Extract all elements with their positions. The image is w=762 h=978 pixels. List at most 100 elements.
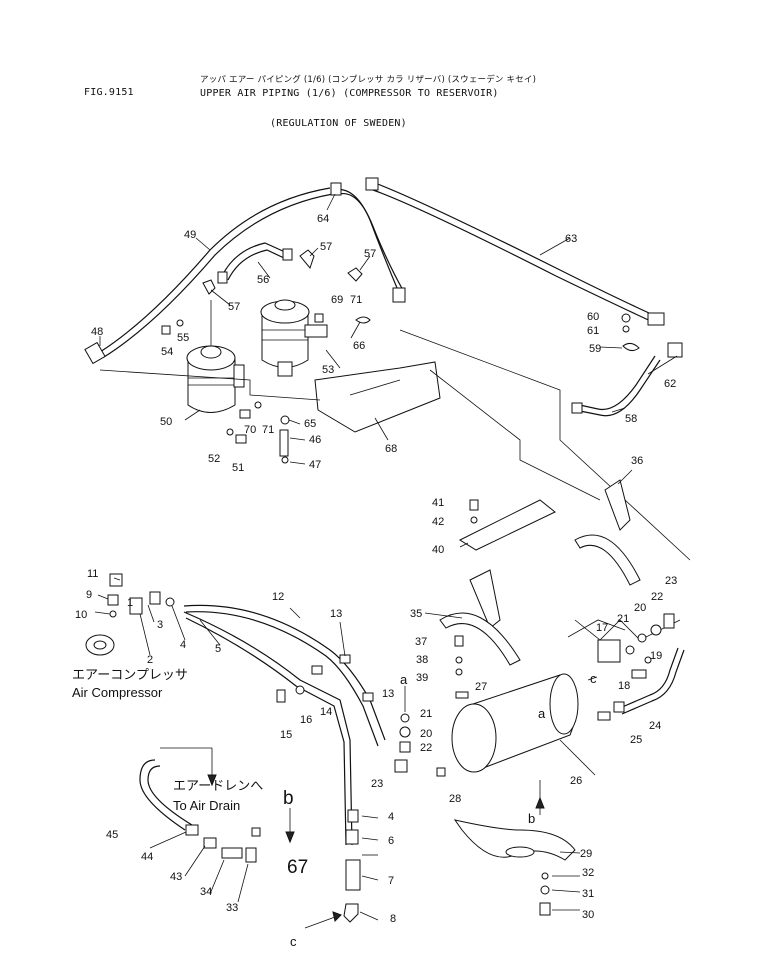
- label-38: 38: [416, 654, 428, 666]
- fitting-22b: [650, 624, 662, 636]
- label-27: 27: [475, 681, 487, 693]
- valve-17: [597, 639, 621, 663]
- label-18: 18: [618, 680, 630, 692]
- label-24: 24: [649, 720, 661, 732]
- label-13a: 13: [330, 608, 342, 620]
- fitting-1: [129, 597, 143, 615]
- subtitle: (REGULATION OF SWEDEN): [270, 118, 407, 129]
- label-22a: 22: [420, 742, 432, 754]
- label-70: 70: [244, 424, 256, 436]
- label-50: 50: [160, 416, 172, 428]
- washer-65: [280, 415, 290, 425]
- label-42: 42: [432, 516, 444, 528]
- pipe-12: [183, 604, 386, 747]
- band-36: [574, 479, 641, 586]
- label-47: 47: [309, 459, 321, 471]
- pipe-63: [365, 177, 665, 326]
- label-44: 44: [141, 851, 153, 863]
- label-55: 55: [177, 332, 189, 344]
- label-4b: 4: [388, 811, 394, 823]
- label-48: 48: [91, 326, 103, 338]
- label-61: 61: [587, 325, 599, 337]
- label-31: 31: [582, 888, 594, 900]
- clamp-13b: [362, 692, 374, 702]
- plug-25: [597, 711, 611, 721]
- label-39: 39: [416, 672, 428, 684]
- washer-71: [254, 401, 262, 409]
- label-9: 9: [86, 589, 92, 601]
- label-30: 30: [582, 909, 594, 921]
- label-71b: 71: [262, 424, 274, 436]
- valve-33: [245, 847, 257, 863]
- label-2: 2: [147, 654, 153, 666]
- label-10: 10: [75, 609, 87, 621]
- fitting-22a: [399, 741, 411, 753]
- title-english: UPPER AIR PIPING (1/6) (COMPRESSOR TO RE…: [200, 88, 499, 99]
- pipe-46: [279, 429, 289, 457]
- ref-c-right: c: [590, 671, 597, 686]
- label-57a: 57: [320, 241, 332, 253]
- plug-47: [281, 456, 289, 464]
- pipe-56: [217, 242, 293, 284]
- label-57b: 57: [364, 248, 376, 260]
- label-26: 26: [570, 775, 582, 787]
- label-51: 51: [232, 462, 244, 474]
- label-46: 46: [309, 434, 321, 446]
- fitting-67: [251, 827, 261, 837]
- label-13b: 13: [382, 688, 394, 700]
- label-12: 12: [272, 591, 284, 603]
- washer-16: [295, 685, 305, 695]
- label-15: 15: [280, 729, 292, 741]
- label-68: 68: [385, 443, 397, 455]
- bolt-70: [239, 409, 251, 419]
- label-41: 41: [432, 497, 444, 509]
- bracket-40: [458, 499, 556, 551]
- label-7: 7: [388, 875, 394, 887]
- label-25: 25: [630, 734, 642, 746]
- label-53: 53: [322, 364, 334, 376]
- band-29: [453, 819, 576, 861]
- fitting-57c: [347, 267, 363, 282]
- label-65: 65: [304, 418, 316, 430]
- fitting-57a: [299, 249, 315, 270]
- elbow-8: [343, 903, 359, 923]
- washer-31: [540, 885, 550, 895]
- plug-28: [436, 767, 446, 777]
- bolt-51: [235, 434, 247, 444]
- label-5: 5: [215, 643, 221, 655]
- label-29: 29: [580, 848, 592, 860]
- plug-27: [455, 691, 469, 699]
- label-11: 11: [87, 568, 98, 580]
- part-labels: 1 2 3 4 4 5 6 7 8 9 10 11 12 13 13 14 15…: [75, 213, 677, 925]
- label-19: 19: [650, 650, 662, 662]
- pipe-64: [330, 182, 406, 303]
- ref-b-left: b: [283, 788, 294, 809]
- bolt-69: [314, 313, 324, 323]
- air-dryer-50: [186, 300, 245, 413]
- fitting-62: [667, 342, 683, 358]
- fitting-9: [107, 594, 119, 606]
- label-64: 64: [317, 213, 329, 225]
- ref-a-left: a: [400, 672, 408, 687]
- label-71a: 71: [350, 294, 362, 306]
- bolt-37: [454, 635, 464, 647]
- washer-52: [226, 428, 234, 436]
- air-drain-en: To Air Drain: [173, 798, 240, 813]
- pipe-24: [613, 647, 685, 715]
- washer-4a: [165, 597, 175, 607]
- clamp-14: [311, 665, 323, 675]
- label-35: 35: [410, 608, 422, 620]
- label-1: 1: [127, 597, 133, 609]
- label-20a: 20: [420, 728, 432, 740]
- fitting-6: [345, 829, 359, 845]
- label-23a: 23: [371, 778, 383, 790]
- washer-21a: [400, 713, 410, 723]
- label-57c: 57: [228, 301, 240, 313]
- label-21a: 21: [420, 708, 432, 720]
- washer-39: [455, 668, 463, 676]
- label-3: 3: [157, 619, 163, 631]
- washer-10: [109, 610, 117, 618]
- label-56: 56: [257, 274, 269, 286]
- washer-38: [455, 656, 463, 664]
- washer-21b: [625, 645, 635, 655]
